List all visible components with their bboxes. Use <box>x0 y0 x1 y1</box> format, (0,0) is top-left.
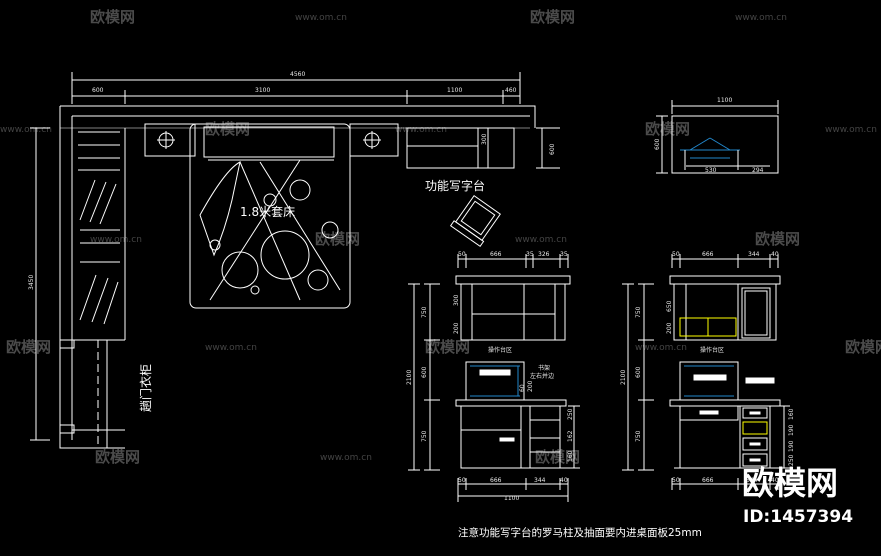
desk-label: 功能写字台 <box>425 178 485 193</box>
watermark-brand: 欧模网 <box>425 338 470 356</box>
elev-left-top-dim: 35 <box>560 251 568 258</box>
elev-left-height: 750 <box>421 306 428 318</box>
elev-left-bot-dim: 666 <box>490 477 502 484</box>
elev-left-inner: 300 <box>453 294 460 306</box>
elev-right-bot-dim: 666 <box>702 477 714 484</box>
elev-right-height-total: 2100 <box>620 370 627 385</box>
top-view-d1: 530 <box>705 167 717 174</box>
watermark-brand: 欧模网 <box>90 8 135 26</box>
desk-elevation-right-labels: 50 666 344 40 750 600 750 2100 650 200 操… <box>620 251 795 484</box>
elev-right-note: 操作台区 <box>700 346 724 354</box>
watermark-url: www.om.cn <box>735 13 787 23</box>
elev-left-height-total: 2100 <box>406 370 413 385</box>
elev-right-bot-dim: 40 <box>771 477 779 484</box>
top-view-width-dim: 1100 <box>717 97 732 104</box>
bed-label: 1.8米套床 <box>240 205 295 219</box>
elev-right-side: 190 <box>788 440 795 452</box>
watermark-url: www.om.cn <box>295 13 347 23</box>
elev-right-bot-dim: 344 <box>746 477 758 484</box>
overall-width-dim: 4560 <box>290 71 305 78</box>
seg-460-dim: 460 <box>505 87 517 94</box>
floor-plan <box>30 72 560 449</box>
watermark-url: www.om.cn <box>320 453 372 463</box>
elev-left-side: 160 <box>567 450 574 462</box>
floor-plan-labels: 4560 600 3100 1100 460 3450 600 300 1.8米… <box>28 71 556 412</box>
top-view-height-dim: 600 <box>654 138 661 150</box>
watermark-layer: 欧模网 www.om.cn 欧模网 www.om.cn www.om.cn 欧模… <box>0 8 881 466</box>
elev-left-bot-dim: 40 <box>560 477 568 484</box>
elev-right-inner: 200 <box>666 322 673 334</box>
watermark-url: www.om.cn <box>635 343 687 353</box>
elev-left-side: 250 <box>567 408 574 420</box>
elev-left-side: 60 <box>519 384 526 392</box>
watermark-url: www.om.cn <box>0 125 52 135</box>
watermark-brand: 欧模网 <box>755 230 800 248</box>
elev-left-top-dim: 35 <box>526 251 534 258</box>
elev-left-height: 750 <box>421 430 428 442</box>
desk-top-view-labels: 1100 600 530 294 <box>654 97 764 174</box>
watermark-brand: 欧模网 <box>645 120 690 138</box>
watermark-brand: 欧模网 <box>845 338 881 356</box>
elev-right-height: 750 <box>635 306 642 318</box>
desk-top-view <box>656 100 779 174</box>
elev-right-bot-dim: 50 <box>672 477 680 484</box>
elev-left-side: 162 <box>567 430 574 442</box>
seg-3100-dim: 3100 <box>255 87 270 94</box>
elev-right-inner: 650 <box>666 300 673 312</box>
watermark-id: ID:1457394 <box>743 507 853 527</box>
desk-depth-dim: 600 <box>549 143 556 155</box>
watermark-url: www.om.cn <box>205 343 257 353</box>
watermark-url: www.om.cn <box>825 125 877 135</box>
elev-right-top-dim: 50 <box>672 251 680 258</box>
watermark-brand: 欧模网 <box>205 120 250 138</box>
watermark-url: www.om.cn <box>90 235 142 245</box>
elev-left-note: 书架 <box>538 364 550 372</box>
seg-1100-dim: 1100 <box>447 87 462 94</box>
watermark-brand: 欧模网 <box>315 230 360 248</box>
elev-left-total: 1100 <box>504 495 519 502</box>
elev-right-height: 600 <box>635 366 642 378</box>
watermark-brand: 欧模网 <box>95 448 140 466</box>
elev-left-side: 200 <box>527 380 534 392</box>
elev-left-top-dim: 326 <box>538 251 550 258</box>
elev-left-note: 操作台区 <box>488 346 512 354</box>
elev-right-top-dim: 666 <box>702 251 714 258</box>
elev-left-bot-dim: 344 <box>534 477 546 484</box>
elev-right-height: 750 <box>635 430 642 442</box>
elev-left-inner: 200 <box>453 322 460 334</box>
elev-left-height: 600 <box>421 366 428 378</box>
desk-elevation-left-labels: 50 666 35 326 35 750 600 750 2100 300 20… <box>406 251 574 502</box>
elev-right-side: 190 <box>788 424 795 436</box>
watermark-brand: 欧模网 <box>530 8 575 26</box>
elev-left-top-dim: 666 <box>490 251 502 258</box>
elev-right-top-dim: 344 <box>748 251 760 258</box>
elev-right-side: 250 <box>788 454 795 466</box>
desk-drawer-dim: 300 <box>481 133 488 145</box>
wardrobe-label: 趟门衣柜 <box>138 364 153 412</box>
watermark-url: www.om.cn <box>395 125 447 135</box>
elev-left-top-dim: 50 <box>458 251 466 258</box>
bottom-note: 注意功能写字台的罗马柱及抽面要内进桌面板25mm <box>458 526 702 539</box>
desk-elevation-right <box>622 254 790 490</box>
watermark-brand: 欧模网 <box>6 338 51 356</box>
top-view-d2: 294 <box>752 167 764 174</box>
elev-right-side: 160 <box>788 408 795 420</box>
watermark-url: www.om.cn <box>515 235 567 245</box>
elev-right-top-dim: 40 <box>771 251 779 258</box>
watermark-logo-big: 欧模网 <box>742 464 838 502</box>
desk-elevation-left <box>408 254 580 502</box>
elev-left-note: 左右并边 <box>530 372 554 380</box>
seg-600-dim: 600 <box>92 87 104 94</box>
height-3450-dim: 3450 <box>28 275 35 290</box>
elev-left-bot-dim: 50 <box>458 477 466 484</box>
